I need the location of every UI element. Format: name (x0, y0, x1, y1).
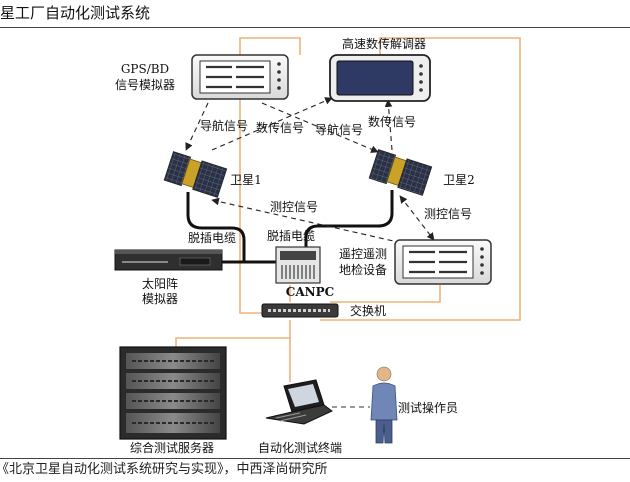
switch-label: 交换机 (350, 303, 386, 318)
operator-label: 测试操作员 (398, 400, 458, 415)
satellite-icon (368, 149, 433, 196)
gps-bd-label-line1: GPS/BD (121, 62, 169, 76)
satellite-icon (163, 151, 228, 198)
signal-arrows (185, 97, 435, 250)
canpc[interactable] (275, 246, 321, 284)
link-switch-to-demodulator (320, 37, 521, 321)
satellite1-label: 卫星1 (230, 173, 262, 187)
rack-unit-icon (114, 249, 223, 271)
cable-label-left: 脱插电缆 (188, 230, 236, 245)
gps-bd-simulator[interactable] (191, 54, 289, 100)
satellite2-label: 卫星2 (443, 173, 475, 187)
network-switch-icon (261, 303, 339, 318)
cable-label-right: 脱插电缆 (267, 228, 315, 243)
signal-label-data-right: 数传信号 (368, 114, 416, 129)
satellite-1[interactable] (163, 151, 228, 198)
caption-divider (0, 458, 630, 459)
rack-panel-icon (402, 245, 484, 279)
server-label: 综合测试服务器 (130, 440, 214, 455)
title-divider (0, 27, 630, 28)
signal-label-data-left: 数传信号 (256, 120, 304, 135)
canpc-box-icon (275, 246, 321, 284)
ttc-label-line2: 地检设备 (339, 262, 387, 277)
link-switch-to-server (175, 320, 291, 347)
network-switch[interactable] (261, 303, 339, 318)
demodulator[interactable] (329, 54, 431, 102)
server-rack-icon (119, 346, 227, 440)
display-panel-icon (336, 60, 414, 96)
page-title: 星工厂自动化测试系统 (0, 4, 151, 22)
ttc-label-line1: 遥控遥测 (339, 247, 387, 261)
solar-label-line1: 太阳阵 (142, 276, 178, 291)
ttc-ground-equipment[interactable] (394, 239, 492, 285)
solar-array-simulator[interactable] (114, 249, 223, 271)
signal-label-nav-left: 导航信号 (200, 118, 248, 133)
laptop-icon (265, 379, 333, 425)
link-switch-to-gps (239, 37, 301, 314)
link-switch-to-ttc (330, 285, 441, 303)
test-operator[interactable] (370, 366, 398, 444)
arrow-sat2-ttc (399, 195, 435, 241)
satellite-2[interactable] (368, 149, 433, 196)
signal-label-nav-right: 导航信号 (315, 122, 363, 137)
signal-label-ttc-mid: 测控信号 (270, 200, 318, 214)
signal-label-ttc-right: 测控信号 (424, 207, 472, 221)
figure-caption: 《北京卫星自动化测试系统研究与实现》，中西泽尚研究所 (0, 462, 328, 477)
demodulator-label: 高速数传解调器 (342, 36, 426, 51)
rack-panel-icon (199, 60, 281, 94)
arrow-gps-to-sat2 (261, 102, 379, 153)
integrated-test-server[interactable] (119, 346, 227, 440)
solar-label-line2: 模拟器 (142, 292, 178, 306)
canpc-label: CANPC (286, 285, 334, 299)
network-links (175, 37, 521, 382)
cable-satellite2 (304, 190, 394, 250)
gps-bd-label-line2: 信号模拟器 (115, 78, 175, 92)
arrow-sat1-to-demod (211, 97, 333, 151)
terminal-label: 自动化测试终端 (258, 440, 342, 455)
person-icon (370, 366, 398, 444)
automated-test-terminal[interactable] (265, 379, 333, 425)
